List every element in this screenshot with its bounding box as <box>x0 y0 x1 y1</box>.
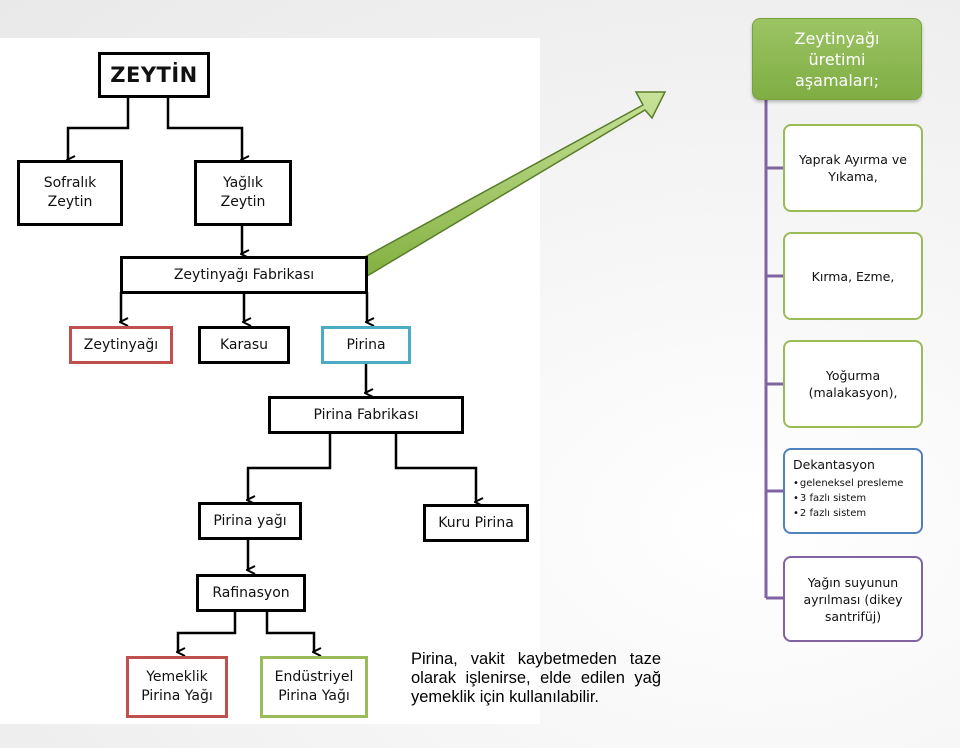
yemeklik-pirina-yagi-box: Yemeklik Pirina Yağı <box>126 656 228 718</box>
dekantasyon-list-item: 3 fazlı sistem <box>793 491 903 506</box>
yaglik-zeytin-box: Yağlık Zeytin <box>194 160 292 226</box>
stage-yaprak-ayirma: Yaprak Ayırma ve Yıkama, <box>783 124 923 212</box>
rafinasyon-box: Rafinasyon <box>196 574 306 612</box>
kuru-pirina-box: Kuru Pirina <box>423 504 529 542</box>
pirina-note: Pirina, vakit kaybetmeden taze olarak iş… <box>411 650 661 706</box>
stage-yagin-suyunun-ayrilmasi-label: Yağın suyunun ayrılması (dikey santrifüj… <box>803 574 903 624</box>
zeytin-box: ZEYTİN <box>98 52 210 98</box>
kuru-pirina-label: Kuru Pirina <box>438 514 514 531</box>
stage-yaprak-ayirma-label: Yaprak Ayırma ve Yıkama, <box>799 152 907 184</box>
dekantasyon-list-item: 2 fazlı sistem <box>793 506 903 521</box>
stage-yogurma-label: Yoğurma (malakasyon), <box>808 368 898 400</box>
pirina-fabrikasi-label: Pirina Fabrikası <box>313 406 419 423</box>
pirina-yagi-box: Pirina yağı <box>198 502 302 540</box>
stages-title: Zeytinyağı üretimi aşamaları; <box>752 18 922 100</box>
endustriyel-pirina-yagi-label: Endüstriyel Pirina Yağı <box>274 669 354 704</box>
sofralik-zeytin-label: Sofralık Zeytin <box>43 175 97 210</box>
zeytinyagi-fabrikasi-label: Zeytinyağı Fabrikası <box>173 266 315 283</box>
karasu-label: Karasu <box>219 336 268 353</box>
yaglik-zeytin-label: Yağlık Zeytin <box>220 175 266 210</box>
pirina-fabrikasi-box: Pirina Fabrikası <box>268 396 464 434</box>
pirina-label: Pirina <box>346 336 386 353</box>
stage-kirma-ezme-label: Kırma, Ezme, <box>811 268 895 284</box>
zeytinyagi-label: Zeytinyağı <box>83 336 159 353</box>
endustriyel-pirina-yagi-box: Endüstriyel Pirina Yağı <box>260 656 368 718</box>
zeytinyagi-fabrikasi-box: Zeytinyağı Fabrikası <box>120 256 368 294</box>
dekantasyon-list: geleneksel presleme 3 fazlı sistem 2 faz… <box>793 476 903 521</box>
pirina-yagi-label: Pirina yağı <box>213 512 287 529</box>
flowchart-panel <box>0 38 540 724</box>
stage-yogurma: Yoğurma (malakasyon), <box>783 340 923 428</box>
zeytin-label: ZEYTİN <box>110 62 198 87</box>
pirina-box: Pirina <box>321 326 411 364</box>
stage-dekantasyon: Dekantasyon geleneksel presleme 3 fazlı … <box>783 448 923 534</box>
sofralik-zeytin-box: Sofralık Zeytin <box>17 160 123 226</box>
karasu-box: Karasu <box>198 326 290 364</box>
yemeklik-pirina-yagi-label: Yemeklik Pirina Yağı <box>141 669 213 704</box>
stage-kirma-ezme: Kırma, Ezme, <box>783 232 923 320</box>
stages-title-label: Zeytinyağı üretimi aşamaları; <box>794 28 880 90</box>
rafinasyon-label: Rafinasyon <box>212 584 290 601</box>
stage-dekantasyon-label: Dekantasyon <box>793 457 875 472</box>
stage-yagin-suyunun-ayrilmasi: Yağın suyunun ayrılması (dikey santrifüj… <box>783 556 923 642</box>
dekantasyon-list-item: geleneksel presleme <box>793 476 903 491</box>
zeytinyagi-box: Zeytinyağı <box>69 326 173 364</box>
